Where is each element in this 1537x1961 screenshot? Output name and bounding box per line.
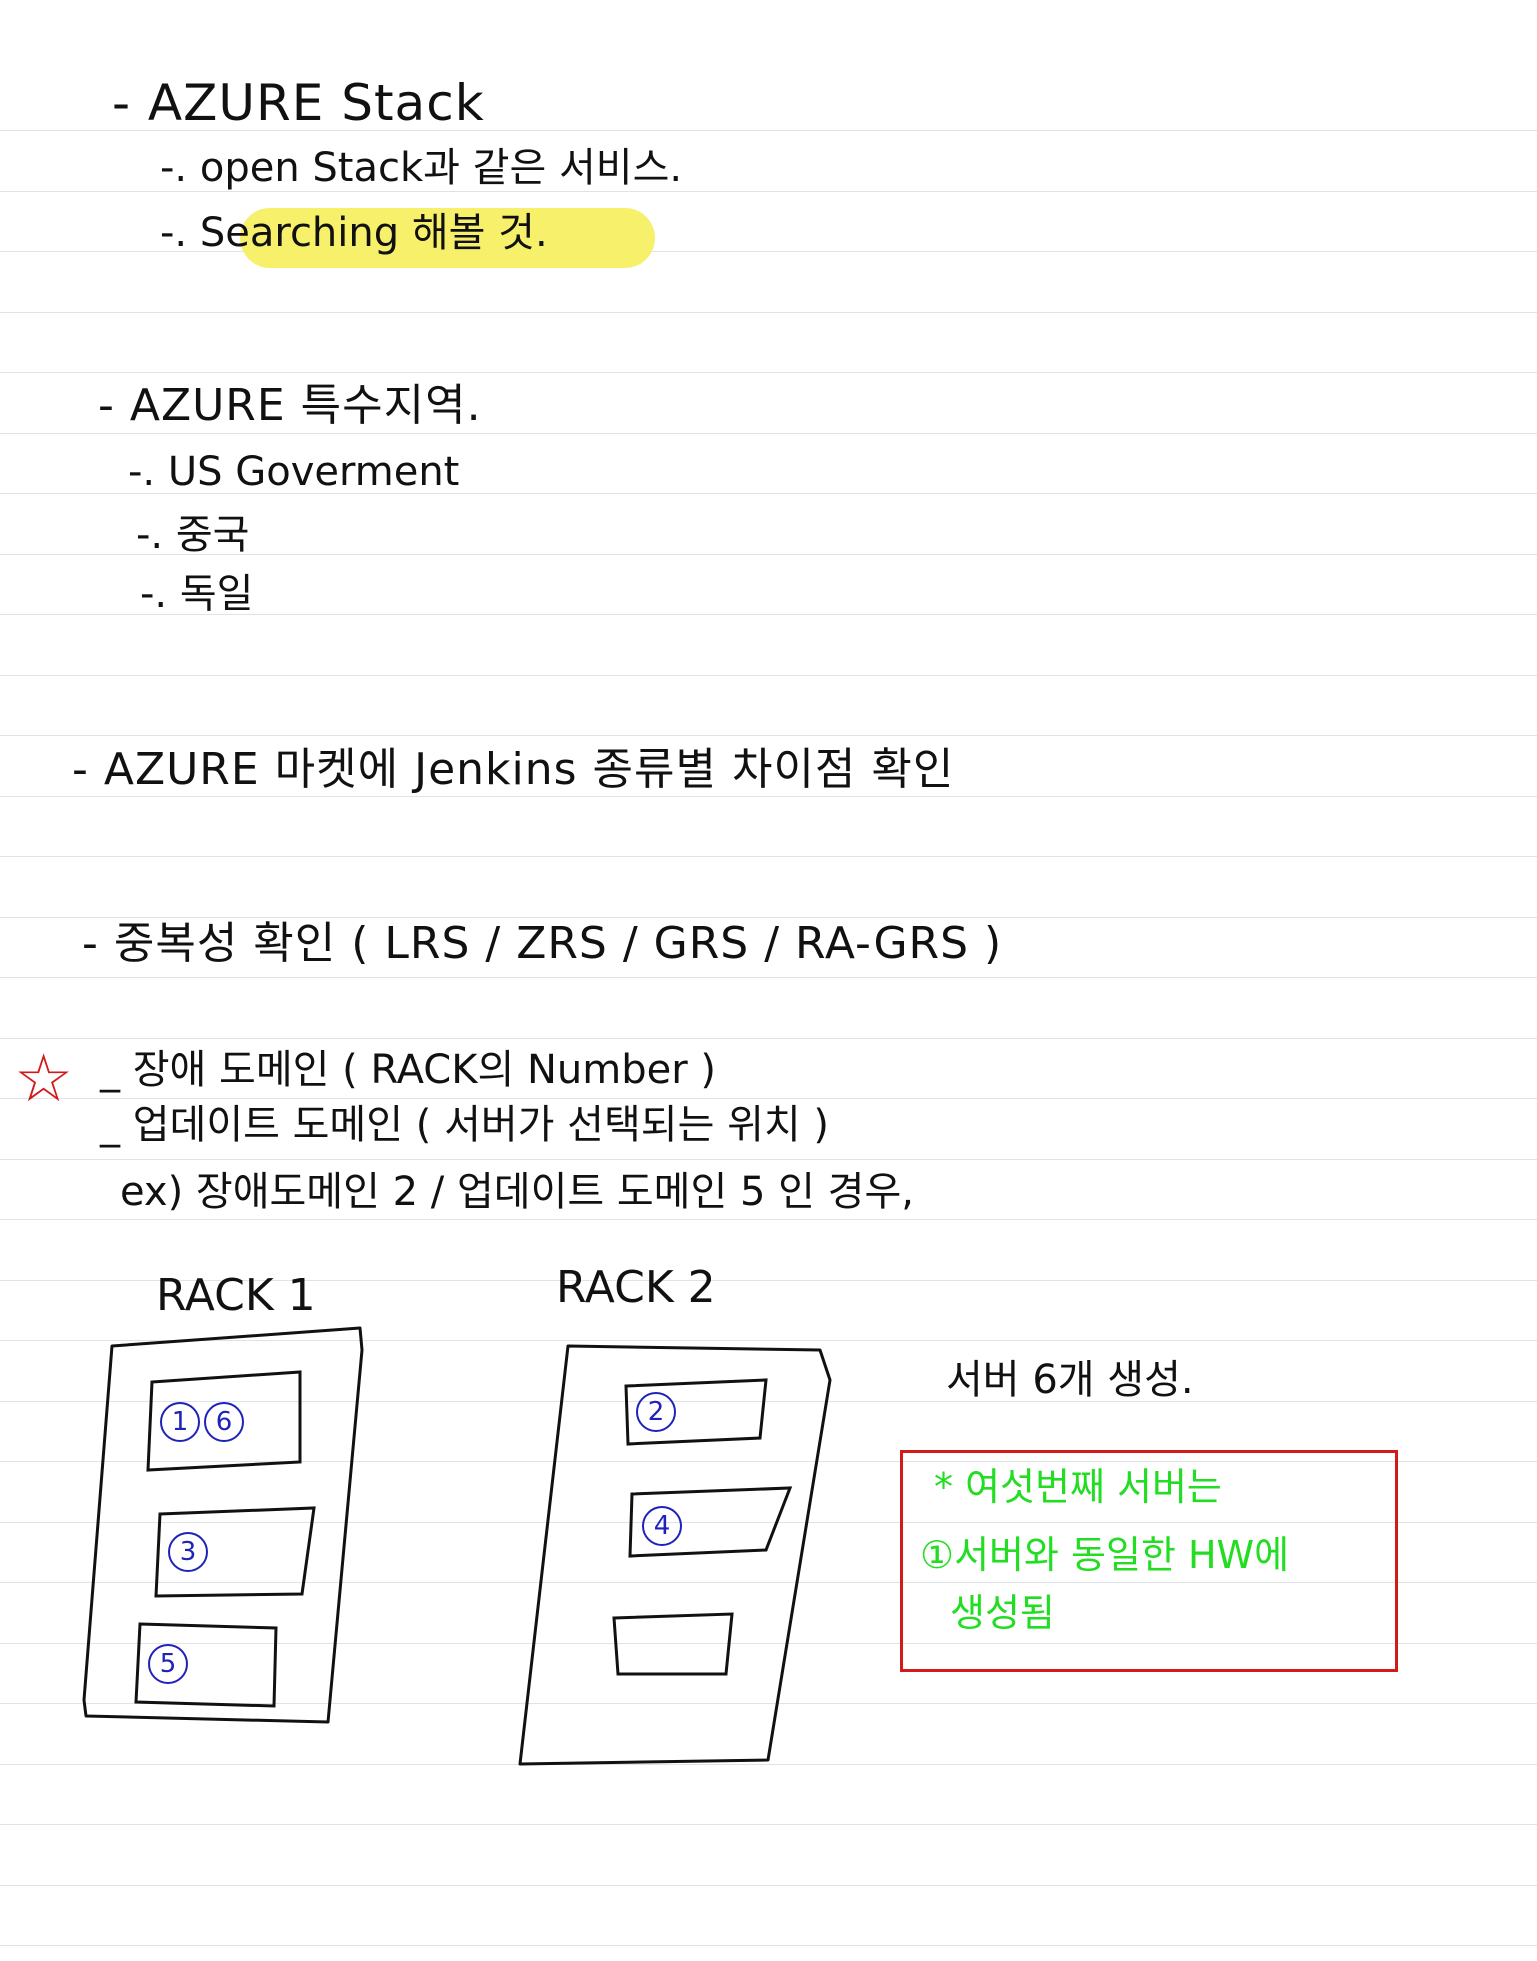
rack1-slot-3 [134, 1622, 278, 1708]
server-number: 5 [148, 1644, 188, 1684]
ruled-line [0, 1945, 1537, 1946]
ruled-line [0, 1401, 1537, 1402]
update-domain-line: _ 업데이트 도메인 ( 서버가 선택되는 위치 ) [100, 1102, 830, 1148]
redundancy-note: - 중복성 확인 ( LRS / ZRS / GRS / RA-GRS ) [82, 918, 1003, 969]
ruled-line [0, 191, 1537, 192]
ruled-line [0, 735, 1537, 736]
server-count-note: 서버 6개 생성. [946, 1357, 1194, 1403]
rack1-label: RACK 1 [156, 1270, 316, 1321]
rack2-slot-2-numbers: 4 [642, 1506, 682, 1546]
ruled-line [0, 1582, 1537, 1583]
ruled-line [0, 796, 1537, 797]
ruled-line [0, 493, 1537, 494]
ruled-line [0, 1522, 1537, 1523]
rack2-slot-1-numbers: 2 [636, 1392, 676, 1432]
example-line: ex) 장애도메인 2 / 업데이트 도메인 5 인 경우, [120, 1169, 914, 1215]
ruled-line [0, 1098, 1537, 1099]
ruled-line [0, 977, 1537, 978]
ruled-line [0, 917, 1537, 918]
ruled-line [0, 1824, 1537, 1825]
ruled-line [0, 1038, 1537, 1039]
highlight-marker [240, 208, 655, 268]
ruled-line [0, 130, 1537, 131]
ruled-line [0, 433, 1537, 434]
server-number: 6 [204, 1402, 244, 1442]
rack1-slot-2 [154, 1506, 316, 1598]
server-number: 1 [160, 1402, 200, 1442]
special-region-germany: -. 독일 [140, 571, 254, 617]
ruled-line [0, 614, 1537, 615]
server-number: 2 [636, 1392, 676, 1432]
rack1-slot-1 [146, 1370, 302, 1472]
ruled-line [0, 1159, 1537, 1160]
ruled-line [0, 1643, 1537, 1644]
azure-stack-item-searching: -. Searching 해볼 것. [160, 210, 548, 256]
rack2-outline [518, 1344, 832, 1766]
ruled-line [0, 312, 1537, 313]
rack2-label: RACK 2 [556, 1262, 716, 1313]
rack1-slot-3-numbers: 5 [148, 1644, 188, 1684]
ruled-line [0, 372, 1537, 373]
rack2-slot-3 [612, 1612, 734, 1676]
ruled-line [0, 554, 1537, 555]
ruled-line [0, 1885, 1537, 1886]
ruled-line [0, 675, 1537, 676]
azure-stack-item-openstack: -. open Stack과 같은 서비스. [160, 145, 683, 191]
ruled-line [0, 1764, 1537, 1765]
ruled-line [0, 1280, 1537, 1281]
rack1-slot-1-numbers: 1 6 [160, 1402, 244, 1442]
star-icon: ☆ [14, 1040, 74, 1117]
ruled-line [0, 251, 1537, 252]
sixth-server-note-line-3: 생성됨 [950, 1591, 1055, 1635]
fault-domain-line: _ 장애 도메인 ( RACK의 Number ) [100, 1047, 716, 1093]
sixth-server-note-box [900, 1450, 1398, 1672]
sixth-server-note-line-2: ①서버와 동일한 HW에 [920, 1533, 1290, 1577]
ruled-line [0, 1219, 1537, 1220]
sixth-server-note-line-1: * 여섯번째 서버는 [934, 1465, 1222, 1509]
rack1-outline [82, 1326, 364, 1724]
special-region-china: -. 중국 [136, 512, 250, 558]
azure-stack-title: - AZURE Stack [112, 74, 485, 132]
rack1-slot-2-numbers: 3 [168, 1532, 208, 1572]
ruled-line [0, 856, 1537, 857]
server-number: 3 [168, 1532, 208, 1572]
special-regions-title: - AZURE 특수지역. [98, 380, 482, 431]
ruled-line [0, 1461, 1537, 1462]
ruled-line [0, 1340, 1537, 1341]
ruled-line [0, 1703, 1537, 1704]
rack2-slot-2 [628, 1486, 793, 1558]
special-region-us: -. US Goverment [128, 449, 460, 495]
jenkins-note: - AZURE 마켓에 Jenkins 종류별 차이점 확인 [72, 744, 955, 795]
rack2-slot-1 [624, 1378, 768, 1446]
server-number: 4 [642, 1506, 682, 1546]
